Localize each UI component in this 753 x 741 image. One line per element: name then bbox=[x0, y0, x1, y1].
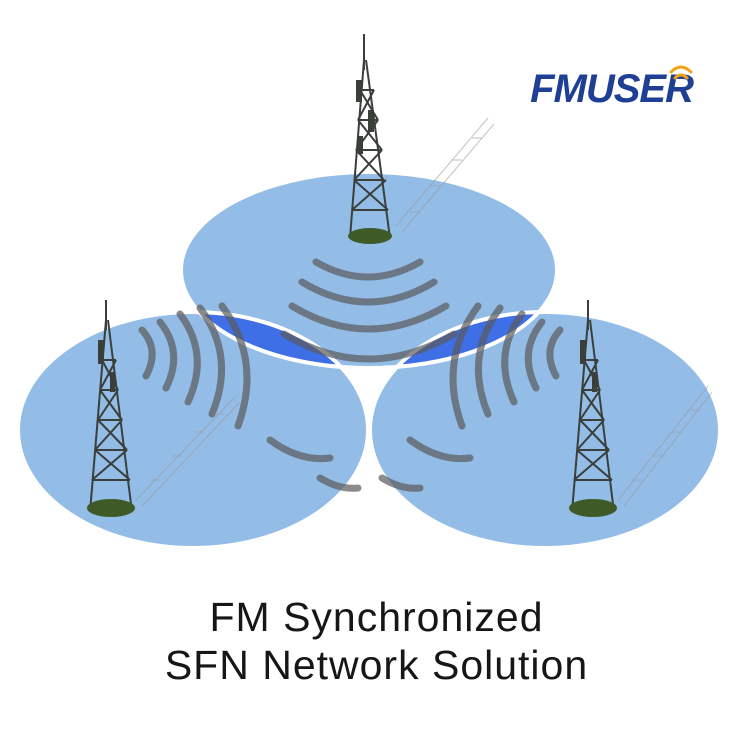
top-coverage-zone bbox=[181, 172, 557, 368]
left-tower-icon bbox=[87, 300, 241, 517]
signal-waves bbox=[138, 258, 564, 492]
logo-text: FMUSER bbox=[530, 67, 694, 111]
left-coverage-zone bbox=[18, 312, 368, 548]
right-tower-icon bbox=[569, 300, 713, 517]
caption-line-1: FM Synchronized bbox=[209, 594, 544, 640]
fmuser-logo: FMUSER bbox=[530, 62, 694, 112]
right-coverage-zone bbox=[370, 312, 720, 548]
right-coverage-outline bbox=[368, 310, 722, 550]
top-coverage-outline bbox=[179, 170, 559, 370]
caption-line-2: SFN Network Solution bbox=[164, 642, 589, 688]
top-tower-icon bbox=[348, 34, 495, 244]
broadcast-waves-icon bbox=[669, 65, 693, 80]
